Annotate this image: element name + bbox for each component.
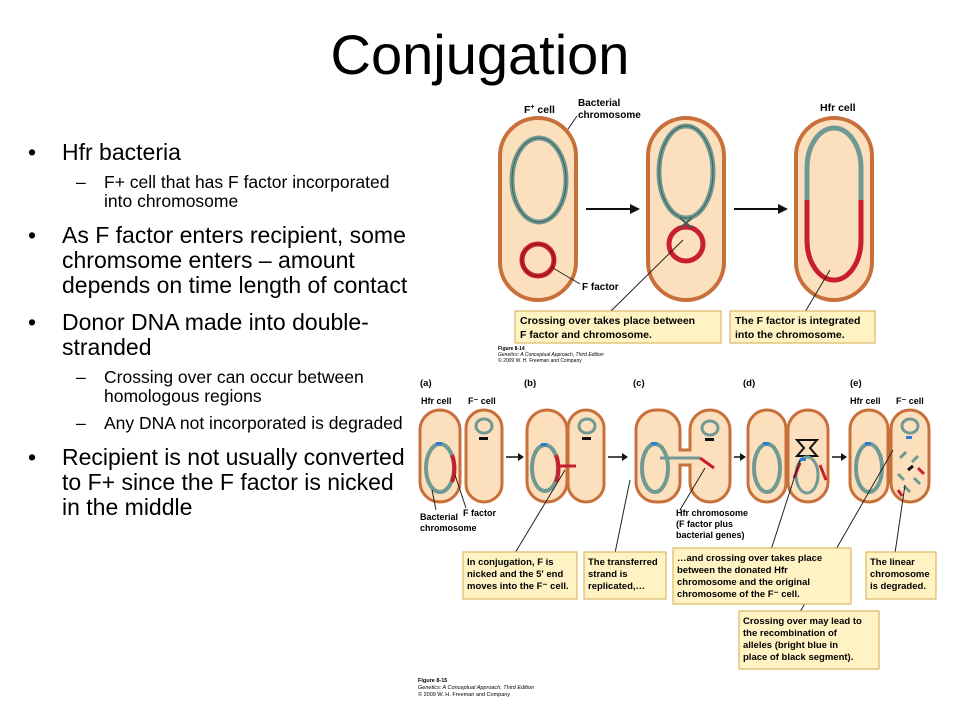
caption-crossing-over-takes-place: …and crossing over takes place between t… [677,553,825,600]
caption-integrated: The F factor is integrated into the chro… [735,315,863,341]
arrow-b-c [608,453,628,461]
panel-c-cells [634,408,732,504]
caption-transferred-strand: The transferred strand is replicated,… [588,557,660,592]
caption-linear-degraded: The linear chromosome is degraded. [870,557,932,592]
sub-bullet-dna-degraded: Any DNA not incorporated is degraded [28,414,408,434]
f-minus-cell-label-a: F⁻ cell [468,396,496,406]
leader-f-factor [552,267,581,285]
f-factor-label-a: F factor [463,508,497,518]
arrow-c-d [734,453,746,461]
sub-bullet-f-plus-cell: F+ cell that has F factor incorporated i… [28,173,408,211]
bullet-f-factor-enters: As F factor enters recipient, some chrom… [28,223,408,298]
leader-hfr-chromosome [679,467,706,511]
hfr-cell-label-top: Hfr cell [820,102,856,114]
panel-b-cells [525,408,606,504]
leader-bacterial-chromosome-a [431,489,437,511]
bullet-list: Hfr bacteria F+ cell that has F factor i… [28,140,408,532]
bacterial-chromosome-label: Bacterial chromosome [578,98,641,121]
leader-caption-e [799,449,894,613]
bullet-hfr-bacteria: Hfr bacteria [28,140,408,166]
leader-caption-b [614,479,631,554]
crossover-cell-diagram [646,116,726,302]
caption-recombination: Crossing over may lead to the recombinat… [743,616,864,663]
leader-caption-2 [804,269,831,313]
figure-8-15-credit: Figure 8-15 Genetics: A Conceptual Appro… [418,678,536,698]
panel-e-cells [848,408,931,504]
slide-title: Conjugation [330,23,630,86]
arrow-right-1 [586,204,640,214]
sub-bullet-crossing-over: Crossing over can occur between homologo… [28,368,408,406]
panel-a-cells [418,408,504,504]
hfr-cell-label-e: Hfr cell [850,396,881,406]
caption-crossing-over: Crossing over takes place between F fact… [520,315,698,341]
leader-bacterial-chromosome [554,115,578,149]
leader-caption-d [894,484,906,554]
arrow-right-2 [734,204,788,214]
hfr-chromosome-label: Hfr chromosome (F factor plus bacterial … [676,508,751,540]
f-plus-cell-label: F+ cell [524,104,555,116]
bullet-donor-dna: Donor DNA made into double-stranded [28,310,408,360]
leader-caption-1 [609,239,684,313]
hfr-cell-diagram [794,116,874,302]
panel-b-label: (b) [524,378,536,389]
f-plus-cell-diagram [498,116,578,302]
panel-e-label: (e) [850,378,862,389]
leader-f-factor-a [454,474,467,509]
figure-8-14-credit: Figure 8-14 Genetics: A Conceptual Appro… [498,346,605,364]
panel-a-label: (a) [420,378,432,389]
f-factor-label: F factor [582,282,619,293]
bacterial-chromosome-label-a: Bacterial chromosome [420,512,477,533]
hfr-cell-label-a: Hfr cell [421,396,452,406]
panel-d-cells [746,408,830,504]
caption-conjugation-nicked: In conjugation, F is nicked and the 5′ e… [467,557,569,592]
bullet-recipient-not-converted: Recipient is not usually converted to F+… [28,445,408,520]
arrow-a-b [506,453,524,461]
f-minus-cell-label-e: F⁻ cell [896,396,924,406]
leader-caption-a [514,469,566,554]
panel-c-label: (c) [633,378,645,389]
arrow-d-e [832,453,847,461]
leader-caption-c [769,459,801,554]
panel-d-label: (d) [743,378,755,389]
